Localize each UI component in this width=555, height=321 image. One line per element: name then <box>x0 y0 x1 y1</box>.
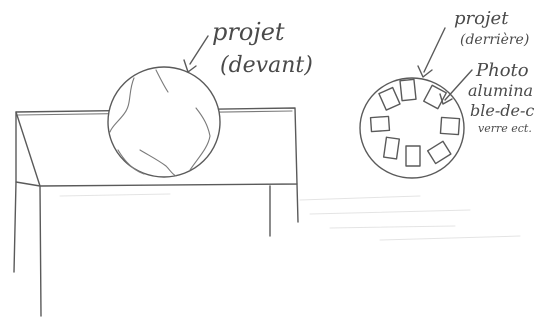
paper-show-through <box>60 194 520 240</box>
photo-label-line-4: verre ect. <box>478 122 532 135</box>
table-leg-back-right <box>297 184 298 222</box>
front-label-arrow <box>184 36 208 72</box>
back-label-title: projet <box>454 8 509 29</box>
back-label-subtitle: (derrière) <box>460 32 529 48</box>
photo-slot <box>428 141 451 163</box>
photo-label-line-1: Photo <box>475 60 529 81</box>
table-leg-back-left <box>14 182 16 272</box>
front-label-title: projet <box>212 18 285 46</box>
photo-slot <box>384 137 400 159</box>
photo-slot <box>406 146 420 166</box>
front-label-subtitle: (devant) <box>220 53 313 78</box>
back-project-disc <box>360 78 464 178</box>
photo-slot <box>400 79 416 100</box>
front-project-globe <box>108 67 220 177</box>
photo-slot <box>440 117 459 134</box>
photo-slot <box>371 116 390 131</box>
table-leg-front-left <box>40 186 41 316</box>
photo-slot <box>379 88 400 111</box>
photo-slot <box>424 85 447 108</box>
photo-label-line-3: ble-de-c <box>470 101 534 120</box>
back-label-arrow <box>418 28 445 77</box>
photo-label-line-2: alumina <box>468 81 533 100</box>
